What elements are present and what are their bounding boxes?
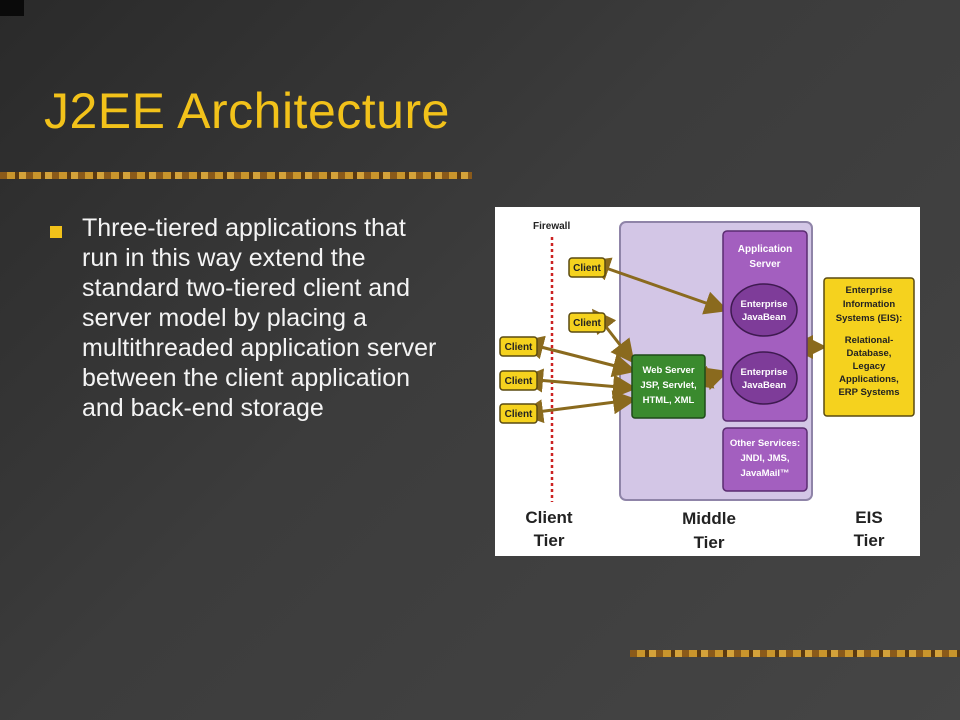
title-underline-rule	[0, 172, 472, 179]
enterprise-javabean-1	[730, 283, 798, 337]
eis-tier-label-2: Tier	[854, 531, 885, 550]
client-box-label: Client	[573, 263, 601, 274]
arrow-client-3-web	[519, 335, 637, 378]
eis-line-8: ERP Systems	[838, 387, 899, 398]
bottom-decorative-rule	[630, 650, 960, 657]
eis-line-7: Applications,	[839, 374, 899, 385]
eis-line-2: Information	[843, 299, 895, 310]
j2ee-architecture-diagram: Firewall Client Client Client Client Cli…	[495, 207, 920, 556]
client-box-2: Client	[568, 312, 606, 333]
eis-line-1: Enterprise	[846, 285, 893, 296]
middle-tier-label-2: Tier	[694, 533, 725, 552]
ejb-2-line-1: Enterprise	[741, 367, 788, 378]
app-server-title-1: Application	[738, 244, 792, 255]
eis-tier-label-1: EIS	[855, 508, 882, 527]
other-services-title: Other Services:	[730, 438, 800, 449]
client-box-1: Client	[568, 257, 606, 278]
bullet-marker	[50, 226, 62, 238]
other-services-line-3: JavaMail™	[740, 468, 789, 479]
client-tier-label-1: Client	[525, 508, 573, 527]
bullet-text: Three-tiered applications that run in th…	[82, 214, 437, 422]
client-box-4: Client	[499, 370, 538, 391]
client-box-label: Client	[573, 318, 601, 329]
corner-mark	[0, 0, 24, 16]
firewall-label: Firewall	[533, 221, 570, 232]
web-server-line-3: HTML, XML	[643, 395, 695, 406]
eis-box: Enterprise Information Systems (EIS): Re…	[823, 277, 915, 417]
other-services-box: Other Services: JNDI, JMS, JavaMail™	[722, 427, 808, 492]
eis-line-4: Relational-	[845, 335, 894, 346]
eis-line-5: Database,	[847, 348, 892, 359]
web-server-title: Web Server	[642, 365, 694, 376]
client-box-3: Client	[499, 336, 538, 357]
ejb-1-line-1: Enterprise	[741, 299, 788, 310]
arrow-client-4-web	[519, 368, 637, 399]
middle-tier-label-1: Middle	[682, 509, 736, 528]
client-box-5: Client	[499, 403, 538, 424]
arrow-client-1-app	[586, 257, 729, 315]
client-tier-label-2: Tier	[534, 531, 565, 550]
application-server-box: Application Server Enterprise JavaBean E…	[722, 230, 808, 422]
ejb-1-line-2: JavaBean	[742, 312, 787, 323]
web-server-box: Web Server JSP, Servlet, HTML, XML	[631, 354, 706, 419]
eis-line-6: Legacy	[853, 361, 886, 372]
web-server-line-2: JSP, Servlet,	[640, 380, 696, 391]
arrow-web-app	[687, 365, 729, 391]
app-server-title-2: Server	[749, 259, 780, 270]
arrow-client-5-web	[519, 390, 637, 424]
client-box-label: Client	[505, 376, 533, 387]
enterprise-javabean-2	[730, 351, 798, 405]
eis-line-3: Systems (EIS):	[836, 313, 903, 324]
client-box-label: Client	[505, 342, 533, 353]
slide-title: J2EE Architecture	[44, 83, 450, 139]
ejb-2-line-2: JavaBean	[742, 380, 787, 391]
client-box-label: Client	[505, 409, 533, 420]
other-services-line-2: JNDI, JMS,	[740, 453, 789, 464]
